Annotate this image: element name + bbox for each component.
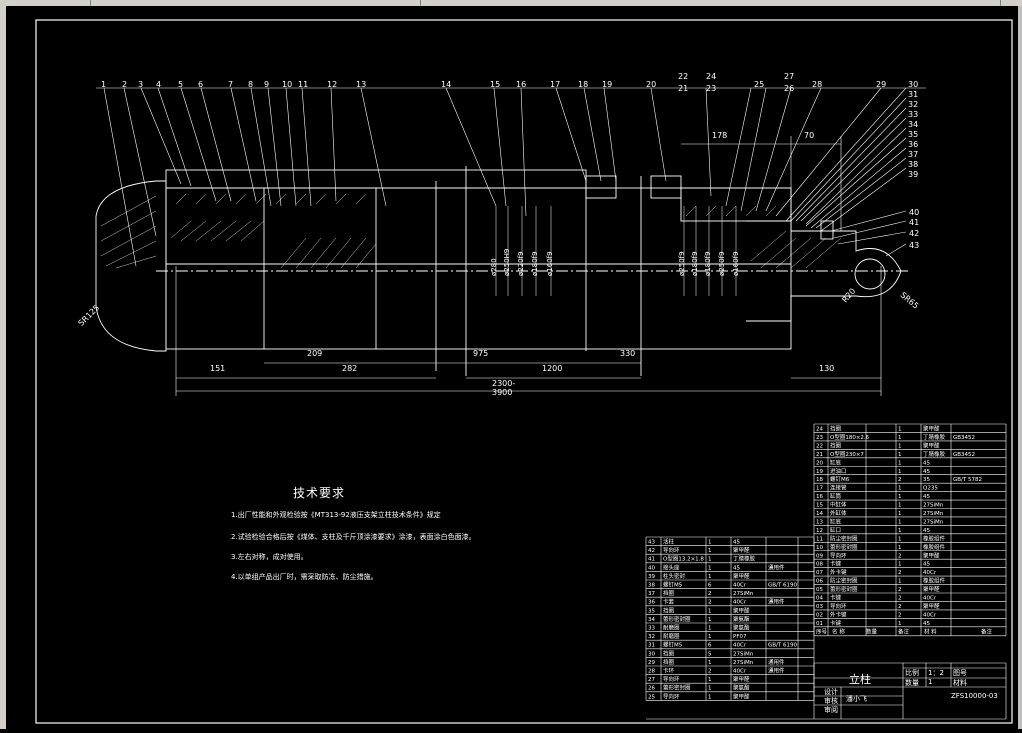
- diameter-label: ø250f9: [678, 251, 686, 276]
- scale-value: 1：2: [928, 669, 944, 677]
- part-number-41: 41: [909, 218, 920, 227]
- part-number-20: 20: [646, 80, 657, 89]
- part-number-1: 1: [101, 80, 107, 89]
- part-number-21: 21: [678, 84, 689, 93]
- part-number-10: 10: [282, 80, 293, 89]
- part-number-26: 26: [784, 84, 795, 93]
- part-number-30: 30: [908, 80, 919, 89]
- dim-209: 209: [307, 349, 323, 358]
- window-top-strip: [0, 0, 1022, 6]
- tech-title: 技术要求: [293, 486, 346, 500]
- designer-name: 潘小飞: [846, 695, 867, 703]
- part-number-43: 43: [909, 241, 920, 250]
- part-number-22: 22: [678, 72, 689, 81]
- part-number-12: 12: [327, 80, 338, 89]
- part-number-25: 25: [754, 80, 765, 89]
- dim-70: 70: [804, 131, 815, 140]
- cad-drawing: [35, 19, 1013, 724]
- qty-label: 数量: [905, 679, 919, 687]
- right-scroll-strip[interactable]: [1018, 6, 1022, 729]
- left-scroll-strip: [0, 6, 6, 729]
- part-number-16: 16: [516, 80, 527, 89]
- drawing-title: 立柱: [849, 673, 871, 686]
- part-number-13: 13: [356, 80, 367, 89]
- tab-divider: [420, 0, 421, 6]
- tech-item-4: 4.以单组产品出厂时，需采取防冻、防尘措施。: [231, 573, 378, 581]
- part-number-8: 8: [248, 80, 254, 89]
- design-label: 设计: [824, 688, 838, 696]
- part-number-40: 40: [909, 208, 920, 217]
- part-number-17: 17: [550, 80, 561, 89]
- dimension-lines: [175, 136, 882, 396]
- part-number-34: 34: [908, 120, 919, 129]
- part-number-19: 19: [602, 80, 613, 89]
- hatching: [100, 193, 842, 269]
- part-number-29: 29: [876, 80, 887, 89]
- drawing-number: ZFS10000-03: [951, 692, 998, 700]
- part-number-2: 2: [122, 80, 128, 89]
- dim-282: 282: [342, 364, 358, 373]
- part-number-33: 33: [908, 110, 919, 119]
- material-label: 材料: [953, 679, 967, 687]
- part-number-6: 6: [198, 80, 204, 89]
- part-number-14: 14: [441, 80, 452, 89]
- diameter-lines: [495, 206, 737, 296]
- dim-330: 330: [620, 349, 636, 358]
- diameter-label: ø160f9: [732, 251, 740, 276]
- scale-label: 比例: [905, 669, 919, 677]
- part-number-28: 28: [812, 80, 823, 89]
- part-number-42: 42: [909, 229, 920, 238]
- dim-178: 178: [712, 131, 728, 140]
- part-number-35: 35: [908, 130, 919, 139]
- diameter-label: ø220f9: [517, 251, 525, 276]
- diameter-label: ø180f9: [531, 251, 539, 276]
- tech-item-1: 1.出厂性能和外观检验按《MT313-92液压支架立柱技术条件》规定: [231, 511, 441, 519]
- diameter-label: ø180f9: [691, 251, 699, 276]
- tech-item-2: 2.试验检验合格后按《煤体、支柱及千斤顶涂漆要求》涂漆，表面涂白色面漆。: [231, 533, 476, 541]
- dim-130: 130: [819, 364, 835, 373]
- part-number-3: 3: [138, 80, 144, 89]
- part-number-11: 11: [298, 80, 309, 89]
- diameter-label: ø250f9: [718, 251, 726, 276]
- diameter-label: ø180f9: [704, 251, 712, 276]
- part-number-38: 38: [908, 160, 919, 169]
- part-number-31: 31: [908, 90, 919, 99]
- review-label: 审核: [824, 697, 838, 705]
- approve-label: 审阅: [824, 706, 838, 714]
- qty-value: 1: [928, 678, 933, 686]
- drawing-border: [35, 19, 1013, 724]
- part-number-24: 24: [706, 72, 717, 81]
- dim-total: 2300-3900: [492, 379, 516, 397]
- part-number-9: 9: [264, 80, 270, 89]
- part-number-36: 36: [908, 140, 919, 149]
- part-number-37: 37: [908, 150, 919, 159]
- part-number-7: 7: [228, 80, 234, 89]
- tab-divider: [90, 0, 91, 6]
- part-number-39: 39: [908, 170, 919, 179]
- part-number-27: 27: [784, 72, 795, 81]
- diameter-label: ø160f9: [546, 251, 554, 276]
- leader-lines: [96, 87, 926, 267]
- part-number-23: 23: [706, 84, 717, 93]
- diameter-label: ø280: [490, 258, 498, 276]
- part-number-5: 5: [178, 80, 184, 89]
- diameter-label: ø250H9: [503, 248, 511, 276]
- tab-divider: [1000, 0, 1001, 6]
- part-number-15: 15: [490, 80, 501, 89]
- tech-item-3: 3.左右对称，成对使用。: [231, 553, 308, 561]
- part-number-18: 18: [578, 80, 589, 89]
- dim-1200: 1200: [542, 364, 563, 373]
- part-number-32: 32: [908, 100, 919, 109]
- dim-151: 151: [210, 364, 226, 373]
- sheet-label: 图号: [953, 669, 967, 677]
- part-number-4: 4: [156, 80, 162, 89]
- dim-975: 975: [473, 349, 489, 358]
